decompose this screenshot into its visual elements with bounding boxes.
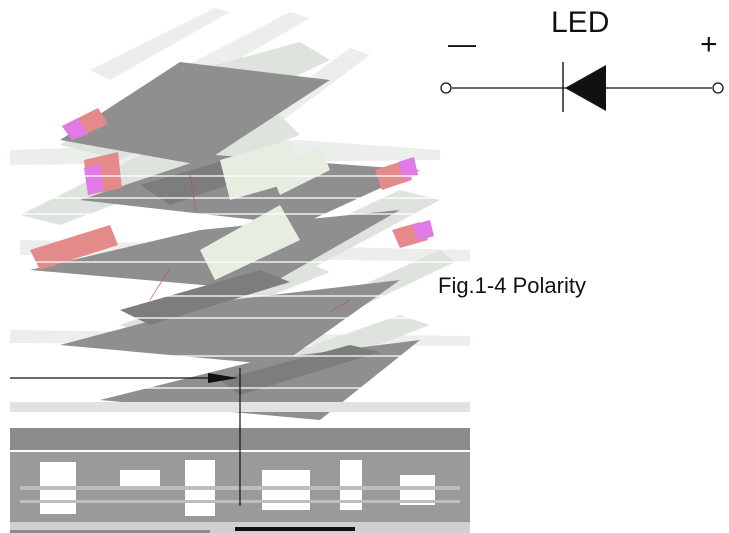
component-photo bbox=[10, 8, 470, 533]
led-label: LED bbox=[551, 6, 610, 39]
cathode-terminal bbox=[440, 82, 452, 94]
led-symbol bbox=[440, 62, 724, 112]
figure-caption: Fig.1-4 Polarity bbox=[438, 273, 586, 298]
anode-terminal bbox=[712, 82, 724, 94]
negative-sign: — bbox=[448, 28, 476, 59]
diode-triangle bbox=[565, 65, 606, 111]
positive-sign: + bbox=[700, 28, 718, 61]
